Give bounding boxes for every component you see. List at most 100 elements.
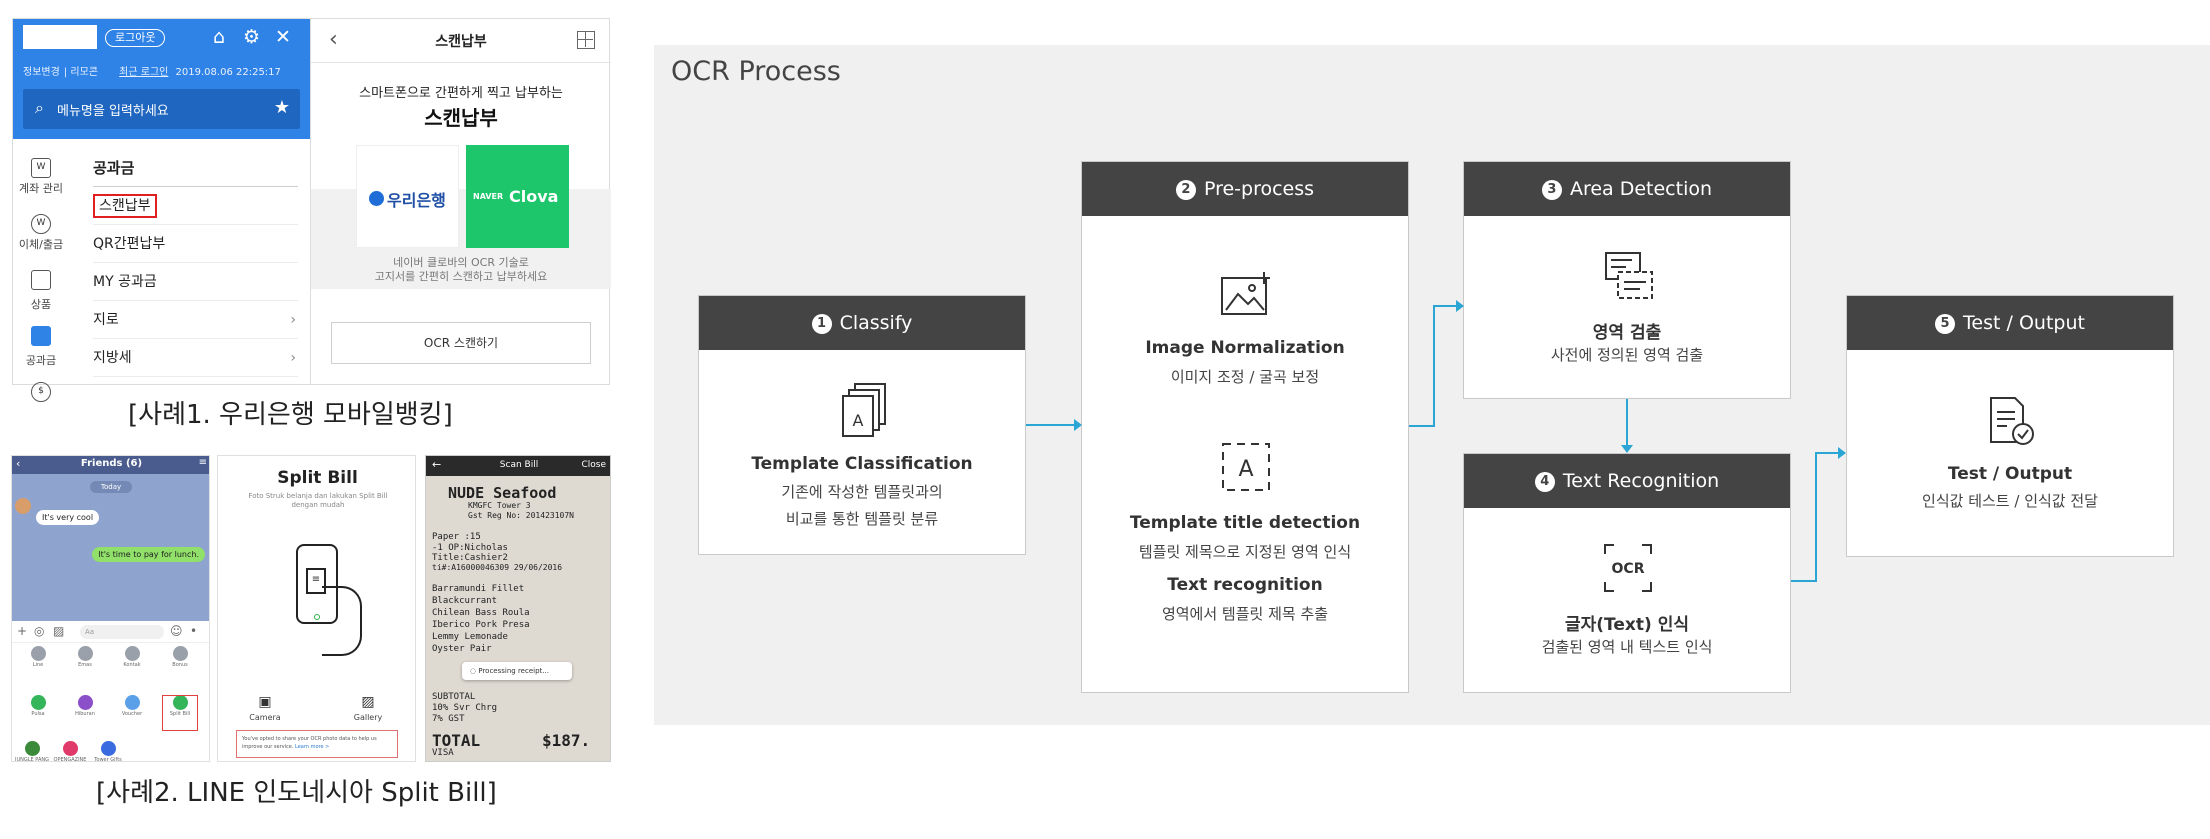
- svg-text:A: A: [1238, 457, 1253, 482]
- menu-icon[interactable]: ≡: [198, 457, 207, 468]
- receipt-line: $187.: [542, 731, 591, 750]
- edit-info-link[interactable]: 정보변경: [23, 67, 60, 78]
- camera-option[interactable]: ▣Camera: [230, 694, 300, 722]
- receipt-line: TOTAL: [432, 731, 481, 750]
- app-label: OPENGAZINE: [53, 757, 87, 762]
- app-tile[interactable]: Pulsa: [20, 695, 56, 717]
- grid-menu-icon[interactable]: [577, 31, 595, 49]
- menu-search-bar[interactable]: ⌕ 메뉴명을 입력하세요 ★: [23, 89, 300, 129]
- app-tile[interactable]: Bonus: [162, 646, 198, 668]
- shutter-icon: [314, 614, 320, 620]
- rail-item-won[interactable]: $: [13, 378, 69, 434]
- woori-header: 로그아웃 ⌂ ⚙ ✕ 정보변경| 리모콘 최근 로그인 2019.08.06 2…: [13, 19, 310, 139]
- last-login-time: 2019.08.06 22:25:17: [175, 67, 281, 78]
- receipt-icon: ≡: [306, 568, 326, 594]
- last-login-link[interactable]: 최근 로그인: [119, 67, 169, 78]
- home-icon[interactable]: ⌂: [213, 26, 226, 48]
- app-tile[interactable]: Emas: [67, 646, 103, 668]
- ocr-data-notice: You've opted to share your OCR photo dat…: [236, 730, 398, 758]
- app-tile[interactable]: Tower Gifts: [90, 741, 126, 761]
- bill-icon: [31, 326, 51, 346]
- menu-item-qr-pay[interactable]: QR간편납부: [93, 225, 298, 263]
- close-icon[interactable]: ✕: [275, 26, 291, 48]
- chevron-right-icon: ›: [290, 312, 296, 328]
- app-tile[interactable]: Hiburan: [67, 695, 103, 717]
- rail-item-bill[interactable]: 공과금: [13, 322, 69, 378]
- menu-item-scan-pay[interactable]: 스캔납부: [93, 187, 298, 225]
- stage-desc-line: 비교를 통한 템플릿 분류: [785, 510, 939, 528]
- scan-pay-heading: 스캔납부: [424, 106, 498, 130]
- remote-link[interactable]: 리모콘: [70, 67, 98, 78]
- stage-desc-line: 검출된 영역 내 텍스트 인식: [1541, 638, 1713, 656]
- app-tile[interactable]: Line: [20, 646, 56, 668]
- menu-item-giro[interactable]: 지로›: [93, 301, 298, 339]
- rail-item-product[interactable]: 상품: [13, 266, 69, 322]
- message-input[interactable]: Aa: [80, 625, 164, 639]
- connector-2-3: [1433, 305, 1435, 427]
- app-tile[interactable]: Voucher: [114, 695, 150, 717]
- stage-desc-line: 사전에 정의된 영역 검출: [1550, 346, 1704, 364]
- scan-bill-title: Scan Bill: [499, 460, 539, 470]
- menu-item-my-bills[interactable]: MY 공과금: [93, 263, 298, 301]
- emoji-icon[interactable]: ☺: [170, 624, 183, 638]
- outgoing-message: It's time to pay for lunch.: [92, 547, 205, 562]
- connector-3-4: [1626, 399, 1628, 447]
- app-tile[interactable]: JUNGLE PANG: [14, 741, 50, 761]
- receipt-line: Lemmy Lemonade: [432, 632, 508, 642]
- title-detect-icon: A: [1222, 443, 1270, 491]
- scan-pay-title: 스캔납부: [435, 34, 487, 50]
- woori-symbol-icon: [369, 191, 384, 206]
- day-badge: Today: [90, 481, 132, 493]
- menu-item-local-tax[interactable]: 지방세›: [93, 339, 298, 377]
- star-icon[interactable]: ★: [273, 97, 290, 118]
- bill-submenu: 공과금 스캔납부 QR간편납부 MY 공과금 지로› 지방세›: [93, 157, 298, 377]
- receipt-line: KMGFC Tower 3: [468, 501, 531, 510]
- app-icon: [30, 695, 46, 710]
- back-arrow-icon[interactable]: ←: [432, 458, 442, 471]
- camera-icon: ▣: [258, 694, 272, 710]
- app-tile[interactable]: Kontak: [114, 646, 150, 668]
- woori-logo-box: [23, 25, 97, 49]
- chat-area: Today It's very cool It's time to pay fo…: [12, 474, 209, 621]
- arrowhead: [1456, 300, 1464, 312]
- scan-bill-header: ← Scan Bill Close: [426, 456, 610, 476]
- camera-icon[interactable]: ◎: [34, 624, 45, 638]
- connector-2-3: [1409, 425, 1434, 427]
- app-label: Line: [32, 662, 44, 668]
- app-label: Pulsa: [31, 711, 45, 717]
- app-icon: [124, 646, 140, 661]
- split-bill-title: Split Bill: [277, 468, 358, 488]
- image-icon[interactable]: ▨: [53, 624, 65, 638]
- back-icon[interactable]: ‹: [329, 27, 338, 52]
- stage-bold-label: Test / Output: [1947, 464, 2073, 484]
- app-tile[interactable]: Split Bill: [162, 695, 198, 717]
- gear-icon[interactable]: ⚙: [243, 26, 261, 48]
- receipt-line: ti#:A16000046309 29/06/2016: [432, 563, 563, 572]
- close-button[interactable]: Close: [581, 460, 606, 470]
- ocr-scan-button[interactable]: OCR 스캔하기: [331, 322, 591, 364]
- app-tile[interactable]: OPENGAZINE: [52, 741, 88, 762]
- split-bill-highlight: [162, 695, 198, 731]
- back-icon[interactable]: ‹: [16, 457, 21, 470]
- stage-bold-label: Image Normalization: [1145, 338, 1345, 358]
- mic-icon[interactable]: •: [190, 624, 198, 638]
- app-label: Bonus: [172, 662, 188, 668]
- stage-desc-line: 기존에 작성한 템플릿과의: [781, 483, 943, 501]
- logout-button[interactable]: 로그아웃: [105, 29, 166, 47]
- learn-more-link[interactable]: Learn more >: [295, 744, 330, 750]
- plus-icon[interactable]: +: [17, 624, 28, 638]
- test-output-icon: [1990, 397, 2034, 445]
- stage-bold-label: Template Classification: [751, 454, 973, 474]
- gallery-option[interactable]: ▨Gallery: [333, 694, 403, 722]
- incoming-message: It's very cool: [36, 510, 100, 525]
- receipt-line: Barramundi Fillet: [432, 584, 525, 594]
- connector-2-3: [1433, 305, 1457, 307]
- app-icon: [77, 646, 93, 661]
